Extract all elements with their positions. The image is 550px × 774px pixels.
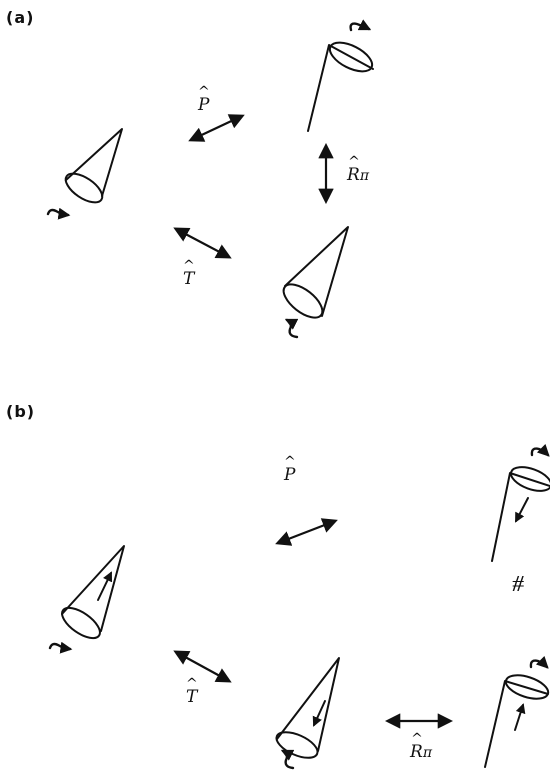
parity-double-arrow [278,521,335,543]
time-reversal-double-arrow [176,652,229,681]
cone-b-bottom [273,658,339,763]
rotation-curl-icon [48,210,68,215]
cone-b-top-right [492,462,550,561]
cone-a-top-right [308,37,376,131]
rotation-curl-icon [532,449,548,455]
rotation-curl-icon [287,320,297,337]
rotation-curl-icon [531,661,547,667]
time-reversal-double-arrow [176,229,229,257]
rotation-curl-icon [50,644,70,649]
cone-a-left [61,129,122,208]
cone-b-bottom-right [485,671,550,767]
cone-b-left [57,546,124,644]
rotation-curl-icon [351,24,369,30]
parity-double-arrow [191,116,242,140]
cone-a-bottom [278,227,348,324]
